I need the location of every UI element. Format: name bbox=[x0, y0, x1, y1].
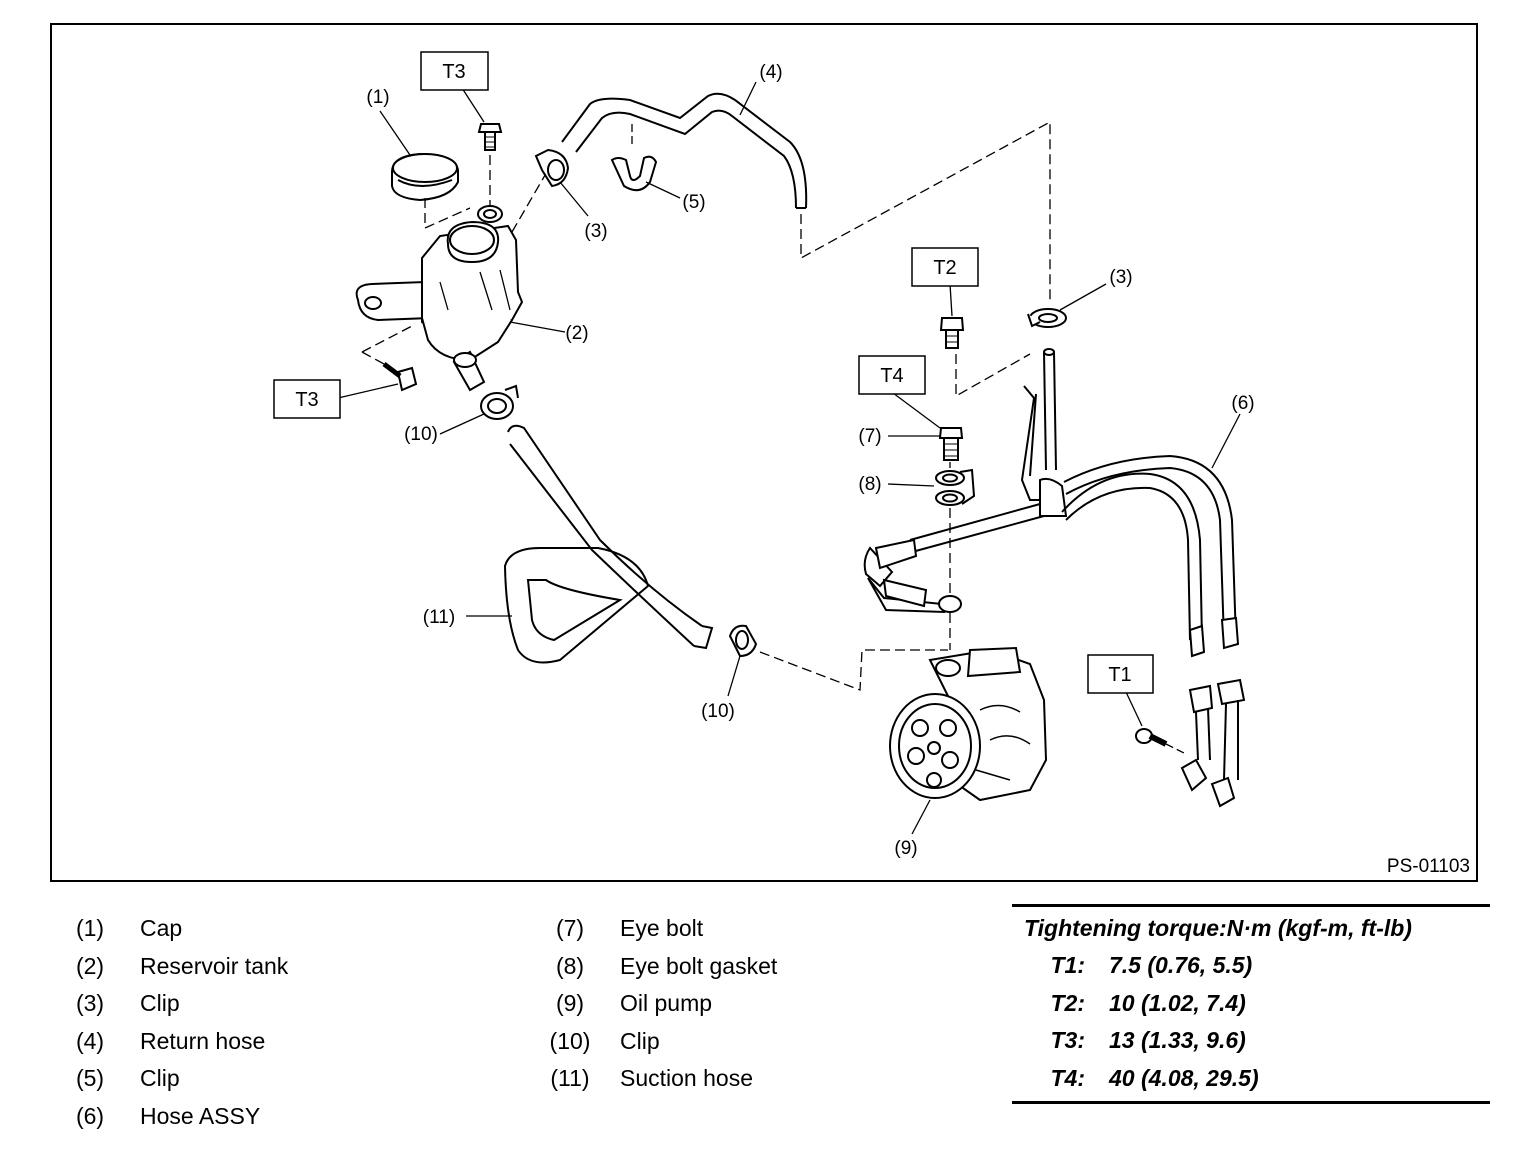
legend-row: (2)Reservoir tank bbox=[75, 952, 289, 979]
torque-table-title: Tightening torque:N·m (kgf-m, ft-lb) bbox=[1024, 915, 1412, 941]
legend-row: (11)Suction hose bbox=[550, 1065, 753, 1091]
clip-5-part bbox=[610, 155, 658, 192]
callout-3-right: (3) bbox=[1109, 267, 1132, 288]
legend-row: (3)Clip bbox=[75, 990, 180, 1016]
callout-5: (5) bbox=[682, 192, 705, 213]
cap-part bbox=[391, 152, 459, 202]
legend-row: (6)Hose ASSY bbox=[75, 1102, 261, 1129]
torque-tag-t4: T4 bbox=[858, 355, 926, 395]
callout-9: (9) bbox=[894, 838, 917, 859]
svg-text:T4: T4 bbox=[880, 365, 903, 387]
legend-row: (9)Oil pump bbox=[555, 990, 713, 1016]
callout-10-lower: (10) bbox=[701, 701, 735, 722]
svg-text:T2: T2 bbox=[933, 257, 956, 279]
callout-8: (8) bbox=[858, 474, 881, 495]
oil-pump-part bbox=[889, 646, 1048, 802]
bolt-t2 bbox=[939, 317, 965, 349]
torque-tag-t2: T2 bbox=[911, 247, 979, 287]
eye-bolt-part bbox=[938, 427, 964, 461]
reservoir-tank-part bbox=[355, 205, 524, 392]
bolt-t3-upper bbox=[477, 123, 503, 151]
svg-text:T1: T1 bbox=[1108, 664, 1131, 686]
parts-legend-left: (1)Cap (2)Reservoir tank (3)Clip (4)Retu… bbox=[70, 910, 288, 1135]
eye-bolt-gasket-part bbox=[935, 468, 976, 506]
bolt-t3-lower bbox=[382, 362, 418, 392]
return-hose-part bbox=[561, 92, 808, 209]
callout-11: (11) bbox=[423, 607, 455, 628]
callout-4: (4) bbox=[759, 62, 782, 83]
suction-hose-part bbox=[503, 424, 714, 664]
svg-text:T3: T3 bbox=[295, 389, 318, 411]
diagram-frame bbox=[50, 23, 1478, 882]
legend-row: (1)Cap bbox=[75, 915, 183, 941]
clip-10-upper-part bbox=[480, 384, 519, 420]
legend-row: (10)Clip bbox=[549, 1027, 660, 1054]
tightening-torque-table: Tightening torque:N·m (kgf-m, ft-lb) T1:… bbox=[1012, 904, 1490, 1104]
hose-assy-part bbox=[863, 348, 1246, 808]
callout-6: (6) bbox=[1231, 393, 1254, 414]
torque-tag-t1: T1 bbox=[1087, 654, 1154, 694]
callout-2: (2) bbox=[565, 323, 588, 344]
legend-row: (4)Return hose bbox=[75, 1027, 266, 1054]
torque-row: T1:7.5 (0.76, 5.5) bbox=[1050, 952, 1253, 978]
bolt-t1 bbox=[1135, 728, 1168, 747]
callout-3-upper: (3) bbox=[584, 221, 607, 242]
callout-1: (1) bbox=[366, 87, 389, 108]
legend-row: (7)Eye bolt bbox=[555, 915, 704, 941]
torque-tag-t3-lower: T3 bbox=[273, 379, 341, 419]
legend-row: (8)Eye bolt gasket bbox=[555, 952, 778, 979]
torque-row: T4:40 (4.08, 29.5) bbox=[1050, 1064, 1259, 1091]
clip-3-upper-part bbox=[534, 148, 570, 188]
callout-7: (7) bbox=[858, 426, 881, 447]
torque-tag-t3-upper: T3 bbox=[420, 51, 489, 91]
callout-10-upper: (10) bbox=[404, 424, 438, 445]
torque-row: T3:13 (1.33, 9.6) bbox=[1050, 1027, 1246, 1053]
figure-id: PS-01103 bbox=[1387, 856, 1470, 877]
svg-text:T3: T3 bbox=[442, 61, 465, 83]
clip-3-right-part bbox=[1027, 308, 1067, 328]
parts-legend-middle: (7)Eye bolt (8)Eye bolt gasket (9)Oil pu… bbox=[545, 910, 778, 1098]
clip-10-lower-part bbox=[728, 624, 758, 658]
legend-row: (5)Clip bbox=[75, 1065, 180, 1091]
torque-row: T2:10 (1.02, 7.4) bbox=[1050, 989, 1246, 1016]
